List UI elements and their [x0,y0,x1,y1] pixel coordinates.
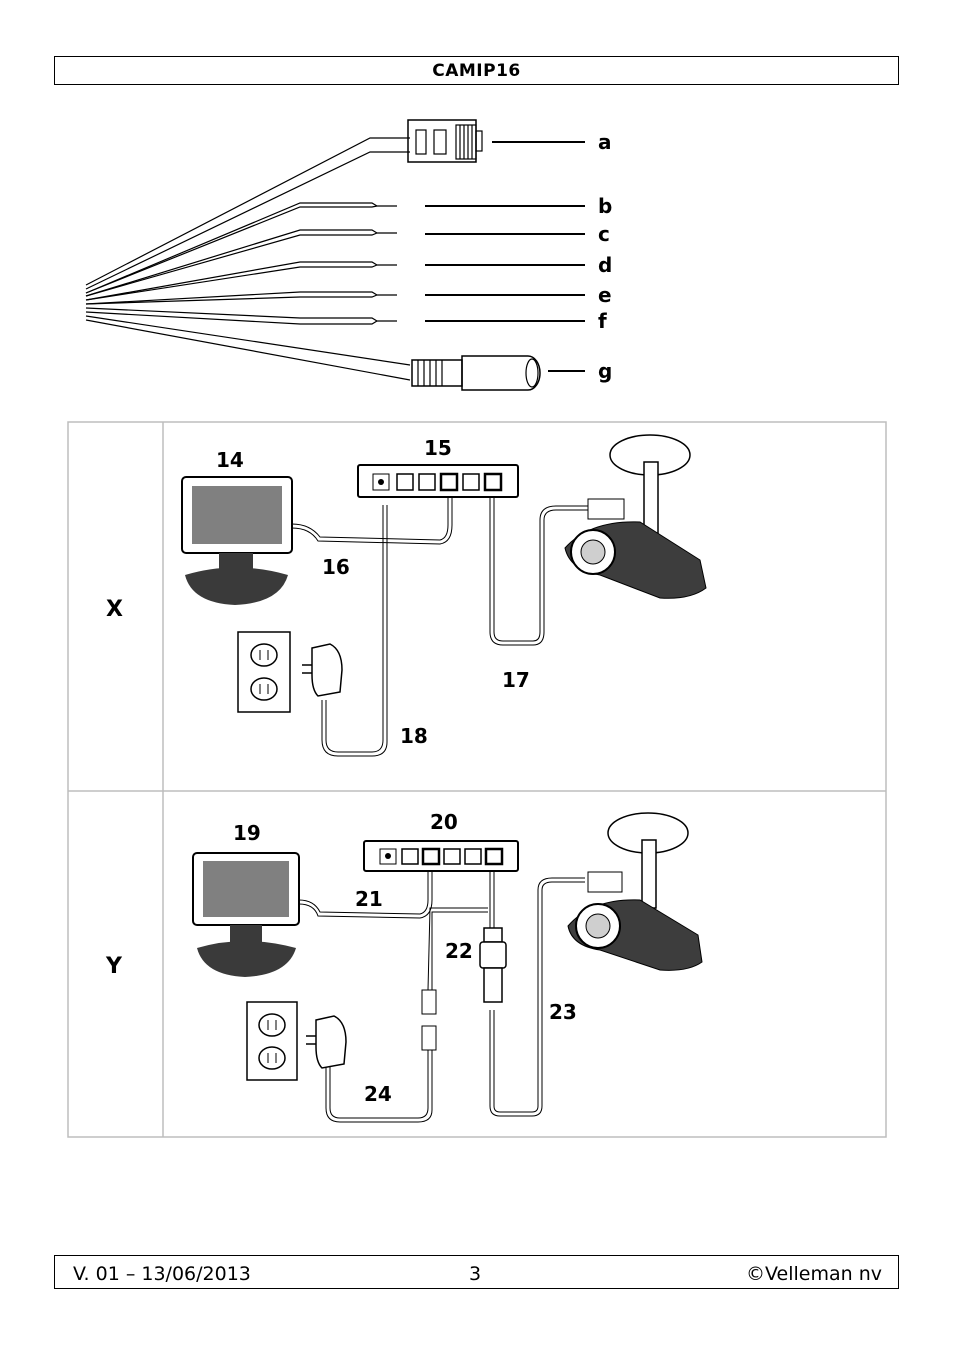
switch-x [357,464,519,498]
document-title: CAMIP16 [432,60,521,81]
callout-22: 22 [445,939,473,963]
page-number: 3 [469,1263,482,1285]
connection-table [67,421,887,1138]
power-outlet-y [246,1001,298,1081]
cable-label-d: d [598,253,612,277]
row-label-x: X [106,597,123,622]
monitor-x [181,476,293,605]
monitor-y [192,852,300,977]
copyright: ©Velleman nv [746,1263,882,1285]
callout-20: 20 [430,810,458,834]
page-header: CAMIP16 [54,56,899,85]
callout-14: 14 [216,448,244,472]
cable-leader-lines [425,141,585,372]
callout-24: 24 [364,1082,392,1106]
cable-label-f: f [598,309,607,333]
power-outlet-x [237,631,291,713]
poe-injector-y [421,927,507,1051]
wires-x [291,497,590,757]
callout-21: 21 [355,887,383,911]
row-label-y: Y [105,954,123,979]
power-adapter-x [302,643,343,697]
cable-label-g: g [598,359,612,383]
cable-bundle [85,119,541,391]
camera-y [567,812,703,971]
power-adapter-y [306,1015,347,1069]
cable-label-group: a b c d e f g [598,130,612,383]
callout-17: 17 [502,668,530,692]
callout-18: 18 [400,724,428,748]
page-footer: V. 01 – 13/06/2013 3 ©Velleman nv [54,1255,899,1289]
callout-23: 23 [549,1000,577,1024]
cable-label-a: a [598,130,612,154]
camera-x [564,434,707,599]
cable-label-e: e [598,283,612,307]
callout-16: 16 [322,555,350,579]
version-date: V. 01 – 13/06/2013 [73,1263,251,1285]
wires-y [298,871,585,1123]
cable-label-c: c [598,222,610,246]
cable-label-b: b [598,194,612,218]
callout-15: 15 [424,436,452,460]
callout-19: 19 [233,821,261,845]
switch-y [363,840,519,872]
